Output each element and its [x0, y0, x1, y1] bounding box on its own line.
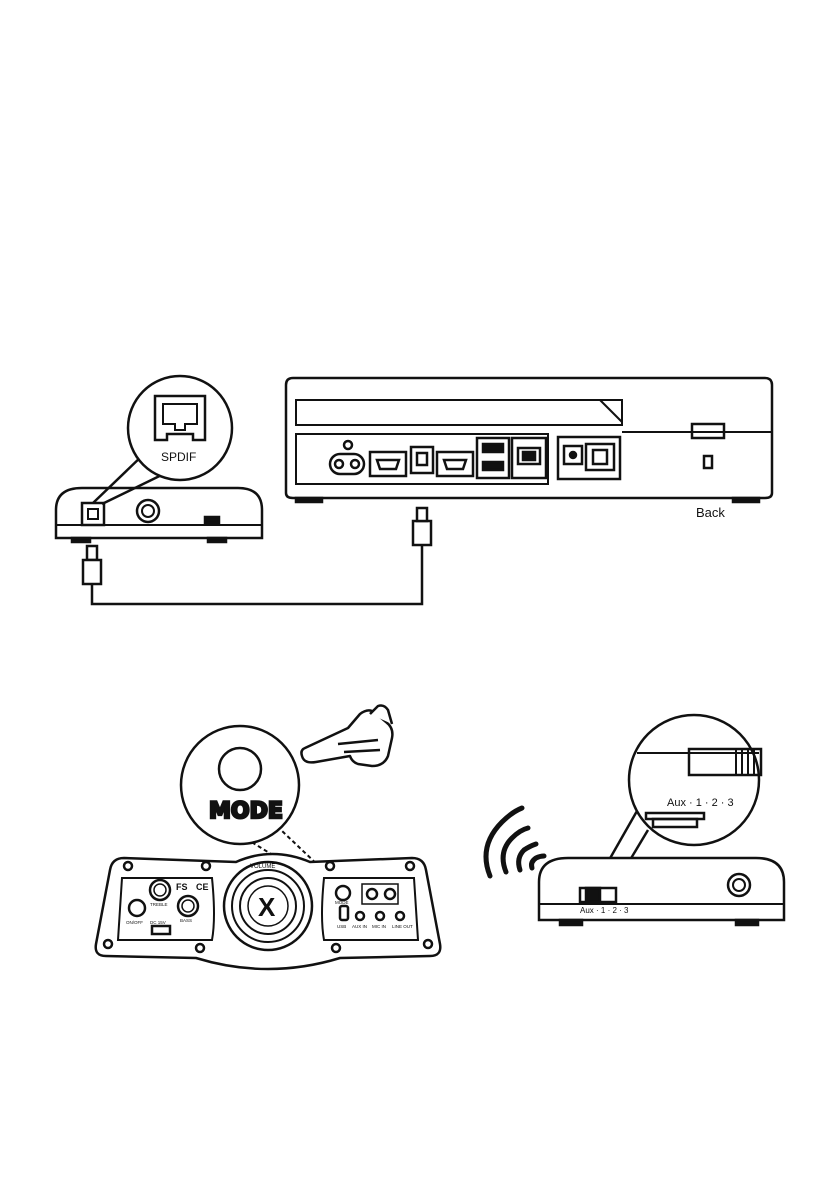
spdif-zoom-callout: [93, 376, 232, 504]
tv-back-unit: [286, 378, 772, 502]
panel-label-aux: AUX IN: [352, 924, 367, 929]
panel-ce-mark: CE: [196, 882, 209, 892]
aux-switch-label: Aux · 1 · 2 · 3: [580, 906, 629, 915]
panel-label-mic: MIC IN: [372, 924, 386, 929]
pointing-hand-icon: [301, 706, 392, 767]
receiver-unit-bottom: [539, 858, 784, 925]
panel-label-bass: BASS: [180, 918, 192, 923]
mode-label: MODE: [209, 799, 283, 824]
wireless-signal-icon: [486, 808, 544, 876]
panel-label-usb: USB: [337, 924, 346, 929]
aux-zoom-label: Aux · 1 · 2 · 3: [667, 797, 734, 809]
panel-label-treble: TREBLE: [150, 902, 168, 907]
panel-label-mode: MODE: [335, 900, 349, 905]
panel-label-onoff: ON/OFF: [126, 920, 143, 925]
spdif-label: SPDIF: [161, 450, 196, 464]
panel-volume-label: VOLUME: [250, 864, 275, 870]
receiver-unit-top: [56, 488, 262, 542]
panel-logo: X: [258, 892, 276, 922]
back-view-label: Back: [696, 505, 725, 520]
panel-fs-mark: FS: [176, 882, 188, 892]
panel-label-dc: DC 15V: [150, 920, 166, 925]
panel-label-lineout: LINE OUT: [392, 924, 413, 929]
